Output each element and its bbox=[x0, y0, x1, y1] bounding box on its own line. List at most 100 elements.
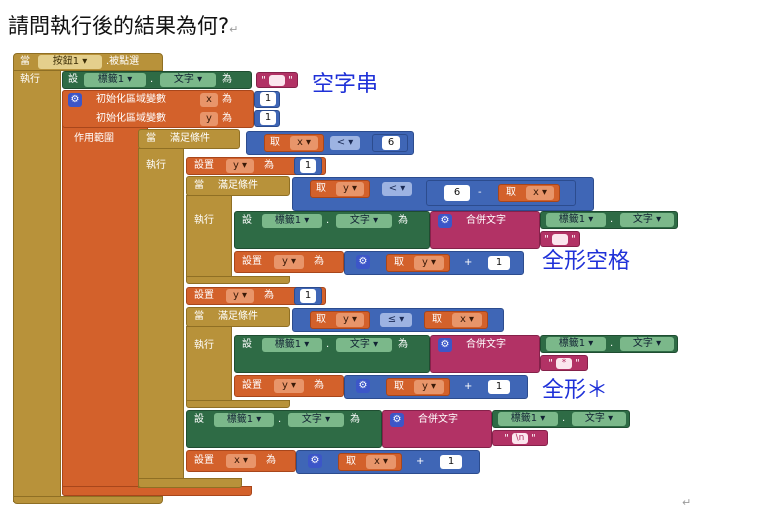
button-component-dropdown[interactable]: 按鈕1 ▾ bbox=[38, 55, 102, 69]
label-when: 當 bbox=[194, 180, 204, 191]
set-y-dropdown[interactable]: y ▾ bbox=[226, 159, 254, 173]
while-block-inner-1[interactable] bbox=[186, 176, 290, 196]
label-to: 為 bbox=[264, 290, 274, 301]
mutator-gear-icon[interactable]: ⚙ bbox=[356, 255, 370, 269]
label-component-dropdown[interactable]: 標籤1 ▾ bbox=[546, 337, 606, 351]
fullwidth-space-literal[interactable]: " " bbox=[540, 231, 580, 247]
get-x-dropdown[interactable]: x ▾ bbox=[290, 136, 318, 150]
number-value[interactable]: 6 bbox=[444, 185, 470, 201]
number-value[interactable]: 6 bbox=[382, 136, 400, 150]
event-block-bottom bbox=[13, 496, 163, 504]
while-block-inner-2[interactable] bbox=[186, 307, 290, 327]
operator-lt-dropdown[interactable]: < ▾ bbox=[330, 136, 360, 150]
number-value[interactable]: 1 bbox=[300, 159, 316, 173]
number-value[interactable]: 1 bbox=[488, 380, 510, 394]
text-property-dropdown[interactable]: 文字 ▾ bbox=[336, 338, 392, 352]
label-set-var: 設置 bbox=[194, 160, 214, 171]
get-y-dropdown[interactable]: y ▾ bbox=[414, 380, 444, 394]
label-set-var: 設置 bbox=[242, 380, 262, 391]
label-to: 為 bbox=[398, 215, 408, 226]
operator-lt-dropdown[interactable]: < ▾ bbox=[382, 182, 412, 196]
end-paragraph-mark: ↵ bbox=[682, 496, 692, 509]
text-property-dropdown[interactable]: 文字 ▾ bbox=[620, 213, 674, 227]
label-plus: + bbox=[416, 456, 425, 467]
annotation-fullwidth-space: 全形空格 bbox=[542, 249, 631, 274]
label-dot: . bbox=[278, 414, 282, 425]
while-block-outer[interactable] bbox=[138, 129, 240, 149]
mutator-gear-icon[interactable]: ⚙ bbox=[438, 338, 452, 352]
set-y-dropdown[interactable]: y ▾ bbox=[274, 379, 304, 393]
set-y-to-1-block-2[interactable] bbox=[186, 287, 326, 305]
label-component-dropdown[interactable]: 標籤1 ▾ bbox=[546, 213, 606, 227]
mutator-gear-icon[interactable]: ⚙ bbox=[390, 413, 404, 427]
get-x-dropdown[interactable]: x ▾ bbox=[452, 313, 482, 327]
mutator-gear-icon[interactable]: ⚙ bbox=[308, 454, 322, 468]
text-property-dropdown[interactable]: 文字 ▾ bbox=[620, 337, 674, 351]
newline-string-literal[interactable]: " \n " bbox=[492, 430, 548, 446]
while-block-inner-1-spine bbox=[186, 195, 232, 277]
label-set: 設 bbox=[242, 339, 252, 350]
number-value[interactable]: 1 bbox=[300, 289, 316, 303]
get-x-dropdown[interactable]: x ▾ bbox=[366, 455, 396, 469]
text-property-dropdown[interactable]: 文字 ▾ bbox=[288, 413, 344, 427]
label-do: 執行 bbox=[194, 340, 214, 351]
label-init-local: 初始化區域變數 bbox=[96, 94, 166, 105]
label-scope: 作用範圍 bbox=[74, 133, 114, 144]
while-block-outer-bottom bbox=[138, 478, 242, 488]
set-y-dropdown[interactable]: y ▾ bbox=[274, 255, 304, 269]
label-to: 為 bbox=[264, 160, 274, 171]
label-when: 當 bbox=[146, 133, 156, 144]
text-property-dropdown[interactable]: 文字 ▾ bbox=[160, 73, 216, 87]
label-get: 取 bbox=[346, 456, 356, 467]
while-block-inner-2-spine bbox=[186, 326, 232, 402]
label-clicked: .被點選 bbox=[106, 56, 140, 67]
local-variable-block[interactable] bbox=[62, 90, 148, 496]
label-join: 合併文字 bbox=[418, 414, 458, 425]
question-text: 請問執行後的結果為何?↵ bbox=[8, 14, 239, 38]
text-property-dropdown[interactable]: 文字 ▾ bbox=[572, 412, 626, 426]
number-value[interactable]: 1 bbox=[440, 455, 462, 469]
label-get: 取 bbox=[316, 314, 326, 325]
label-do: 執行 bbox=[194, 215, 214, 226]
label-component-dropdown[interactable]: 標籤1 ▾ bbox=[262, 338, 322, 352]
label-set-var: 設置 bbox=[242, 256, 262, 267]
paragraph-mark: ↵ bbox=[229, 23, 239, 36]
get-y-dropdown[interactable]: y ▾ bbox=[336, 182, 364, 196]
get-y-dropdown[interactable]: y ▾ bbox=[336, 313, 364, 327]
label-join: 合併文字 bbox=[466, 339, 506, 350]
operator-le-dropdown[interactable]: ≤ ▾ bbox=[380, 313, 412, 327]
text-property-dropdown[interactable]: 文字 ▾ bbox=[336, 214, 392, 228]
number-value[interactable]: 1 bbox=[488, 256, 510, 270]
while-block-inner-1-bottom bbox=[186, 276, 290, 284]
label-component-dropdown[interactable]: 標籤1 ▾ bbox=[262, 214, 322, 228]
set-y-dropdown[interactable]: y ▾ bbox=[226, 289, 254, 303]
number-value[interactable]: 1 bbox=[260, 111, 276, 125]
star-string-literal[interactable]: " * " bbox=[540, 355, 588, 371]
label-to: 為 bbox=[398, 339, 408, 350]
set-y-to-1-block-1[interactable] bbox=[186, 157, 326, 175]
label-component-dropdown[interactable]: 標籤1 ▾ bbox=[214, 413, 274, 427]
label-component-dropdown[interactable]: 標籤1 ▾ bbox=[84, 73, 146, 87]
label-to: 為 bbox=[222, 113, 232, 124]
set-x-dropdown[interactable]: x ▾ bbox=[226, 454, 256, 468]
mutator-gear-icon[interactable]: ⚙ bbox=[68, 93, 82, 107]
label-dot: . bbox=[562, 413, 566, 424]
get-y-dropdown[interactable]: y ▾ bbox=[414, 256, 444, 270]
var-x-name[interactable]: x bbox=[200, 93, 218, 107]
get-x-dropdown[interactable]: x ▾ bbox=[526, 186, 554, 200]
var-y-name[interactable]: y bbox=[200, 112, 218, 126]
mutator-gear-icon[interactable]: ⚙ bbox=[356, 379, 370, 393]
empty-string-literal[interactable]: " " bbox=[256, 72, 298, 88]
label-when: 當 bbox=[194, 311, 204, 322]
while-block-outer-spine bbox=[138, 148, 184, 488]
label-dot: . bbox=[326, 215, 330, 226]
number-value[interactable]: 1 bbox=[260, 92, 276, 106]
label-set: 設 bbox=[194, 414, 204, 425]
set-label-text-block-2[interactable] bbox=[234, 211, 430, 249]
label-get: 取 bbox=[432, 314, 442, 325]
label-component-dropdown[interactable]: 標籤1 ▾ bbox=[498, 412, 558, 426]
label-while: 滿足條件 bbox=[170, 133, 210, 144]
mutator-gear-icon[interactable]: ⚙ bbox=[438, 214, 452, 228]
label-set: 設 bbox=[242, 215, 252, 226]
label-join: 合併文字 bbox=[466, 215, 506, 226]
